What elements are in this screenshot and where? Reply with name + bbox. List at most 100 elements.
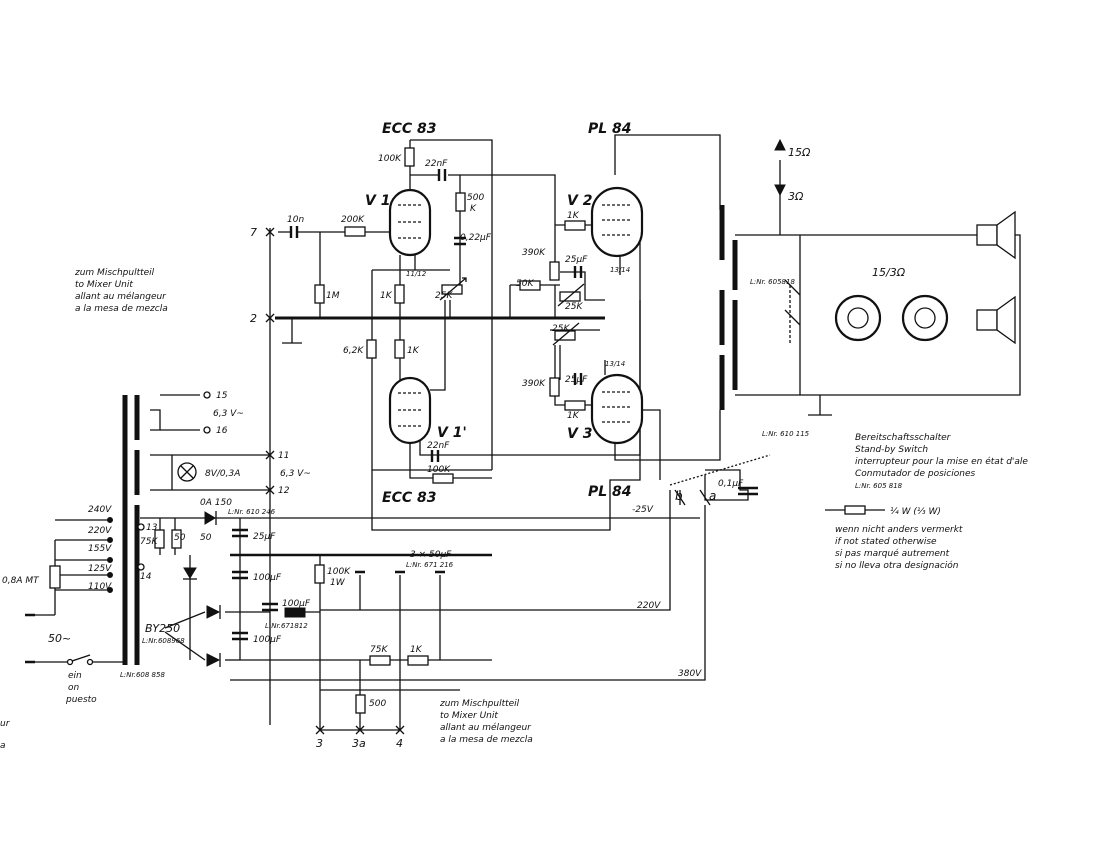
tube-type-pl84-top: PL 84 bbox=[588, 121, 632, 137]
tube-label-v1p: V 1' bbox=[437, 425, 467, 441]
supply-label-500: 500 bbox=[369, 699, 386, 709]
supply-label-25uf: 25µF bbox=[253, 532, 276, 542]
tube-v1 bbox=[388, 188, 432, 257]
supply-label-on: on bbox=[68, 683, 80, 693]
tube-label-v2: V 2 bbox=[567, 193, 592, 209]
speaker-top bbox=[976, 210, 1016, 260]
supply-label-heater-1: 6,3 V~ bbox=[213, 409, 244, 419]
speaker-bottom bbox=[976, 295, 1016, 345]
mixer-top-es: a la mesa de mezcla bbox=[75, 304, 168, 314]
v2-pins-label: 13/14 bbox=[610, 266, 630, 274]
supply-label-100k-1w: 100K bbox=[327, 567, 351, 577]
standby-label-de: Bereitschaftsschalter bbox=[855, 433, 952, 443]
label-c-25uf-v2: 25µF bbox=[565, 255, 588, 265]
label-r-100k-bot: 100K bbox=[427, 465, 451, 475]
standby-label-fr: interrupteur pour la mise en état d'ale bbox=[855, 456, 1028, 467]
output-transformer bbox=[719, 205, 738, 410]
supply-label-1w: 1W bbox=[330, 578, 346, 588]
tube-label-v1: V 1 bbox=[365, 193, 390, 209]
terminal-label-14: 14 bbox=[140, 572, 152, 582]
legend-resistor-label: ¼ W (⅓ W) bbox=[890, 507, 941, 517]
label-lnr-switch: L:Nr. 605818 bbox=[750, 278, 795, 286]
label-r-390k-v2: 390K bbox=[522, 248, 546, 258]
standby-label-en: Stand-by Switch bbox=[855, 445, 928, 455]
supply-label-lnr-mains: L:Nr.608 858 bbox=[120, 671, 165, 679]
legend-de: wenn nicht anders vermerkt bbox=[835, 525, 963, 535]
terminal-label-11: 11 bbox=[278, 451, 289, 461]
mains-transformer bbox=[122, 395, 140, 665]
label-pot-25k-a: 25K bbox=[565, 302, 583, 312]
fuse bbox=[49, 565, 61, 589]
tube-label-v3: V 3 bbox=[567, 426, 592, 442]
supply-label-125v: 125V bbox=[88, 564, 112, 574]
label-pot-25k: 25K bbox=[435, 291, 453, 301]
label-speakers: 15/3Ω bbox=[872, 266, 906, 279]
label-tap-3ohm: 3Ω bbox=[788, 190, 804, 203]
label-switch-a: a bbox=[709, 489, 716, 503]
resistors bbox=[154, 147, 586, 714]
output-switch bbox=[784, 279, 801, 345]
terminals bbox=[107, 138, 786, 735]
label-r-62k: 6,2K bbox=[343, 346, 364, 356]
terminal-label-15: 15 bbox=[216, 391, 228, 401]
mixer-top-de: zum Mischpultteil bbox=[74, 268, 155, 278]
supply-label-50b: 50 bbox=[200, 533, 212, 543]
supply-label-heater-2: 6,3 V~ bbox=[280, 469, 311, 479]
label-switch-b: b bbox=[675, 489, 683, 503]
supply-label-mains: 50~ bbox=[48, 632, 71, 645]
terminal-label-4: 4 bbox=[396, 737, 403, 750]
label-r-200k: 200K bbox=[341, 215, 365, 225]
supply-label-lamp: 8V/0,3A bbox=[205, 469, 240, 479]
label-c-01uf: 0,1µF bbox=[718, 479, 744, 489]
label-c-022uf: 0,22µF bbox=[460, 233, 492, 243]
mains-switch bbox=[25, 613, 94, 666]
label-c-10n: 10n bbox=[287, 215, 304, 225]
tube-type-ecc83-bottom: ECC 83 bbox=[382, 490, 436, 506]
supply-label-75k: 75K bbox=[140, 537, 158, 547]
label-neg-25v: -25V bbox=[632, 505, 654, 515]
tube-v2 bbox=[590, 186, 644, 258]
supply-label-puesto: puesto bbox=[65, 695, 97, 705]
terminal-label-13: 13 bbox=[146, 523, 158, 533]
diodes bbox=[164, 511, 221, 667]
standby-label-lnr: L:Nr. 605 818 bbox=[855, 482, 903, 490]
tube-type-pl84-bottom: PL 84 bbox=[588, 484, 632, 500]
potentiometers bbox=[439, 277, 585, 346]
label-r-1m: 1M bbox=[326, 291, 340, 301]
label-tap-15ohm: 15Ω bbox=[788, 146, 811, 159]
mixer-top-en: to Mixer Unit bbox=[75, 280, 133, 290]
supply-label-380v-line: 380V bbox=[678, 669, 702, 679]
v3-pins-label: 13/14 bbox=[605, 360, 625, 368]
supply-label-110v: 110V bbox=[88, 582, 112, 592]
supply-label-lnr-rect: L:Nr.608968 bbox=[142, 637, 185, 645]
supply-label-ein: ein bbox=[68, 671, 82, 681]
supply-label-rectifier: BY250 bbox=[145, 622, 180, 635]
label-c-25uf-v3: 25µF bbox=[565, 375, 588, 385]
supply-label-3x50: 3 × 50µF bbox=[410, 550, 452, 560]
label-r-50k: 50K bbox=[516, 279, 534, 289]
margin-text-2: a bbox=[0, 741, 6, 751]
label-r-500k-unit: K bbox=[470, 204, 477, 214]
capacitors bbox=[232, 169, 758, 641]
terminal-label-16: 16 bbox=[216, 426, 228, 436]
tube-type-ecc83-top: ECC 83 bbox=[382, 121, 436, 137]
standby-label-es: Conmutador de posiciones bbox=[855, 469, 976, 479]
label-lnr-transformer: L:Nr. 610 115 bbox=[762, 430, 810, 438]
supply-label-lnr-3x50: L:Nr. 671 216 bbox=[406, 561, 454, 569]
label-c-22nf-bot: 22nF bbox=[427, 441, 450, 451]
terminal-label-12: 12 bbox=[278, 486, 290, 496]
label-r-390k-v3: 390K bbox=[522, 379, 546, 389]
legend-resistor-symbol bbox=[825, 505, 885, 515]
legend-fr: si pas marqué autrement bbox=[835, 548, 950, 559]
supply-label-100uf-c: 100µF bbox=[253, 635, 282, 645]
terminal-label-3: 3 bbox=[316, 737, 323, 750]
standby-switch-ab bbox=[669, 454, 771, 506]
mixer-bottom-de: zum Mischpultteil bbox=[439, 699, 520, 709]
label-c-22nf-top: 22nF bbox=[425, 159, 448, 169]
mixer-bottom-en: to Mixer Unit bbox=[440, 711, 498, 721]
supply-label-1k-b: 1K bbox=[410, 645, 423, 655]
label-r-1k-v2: 1K bbox=[567, 211, 580, 221]
supply-label-155v: 155V bbox=[88, 544, 112, 554]
supply-label-50a: 50 bbox=[174, 533, 186, 543]
